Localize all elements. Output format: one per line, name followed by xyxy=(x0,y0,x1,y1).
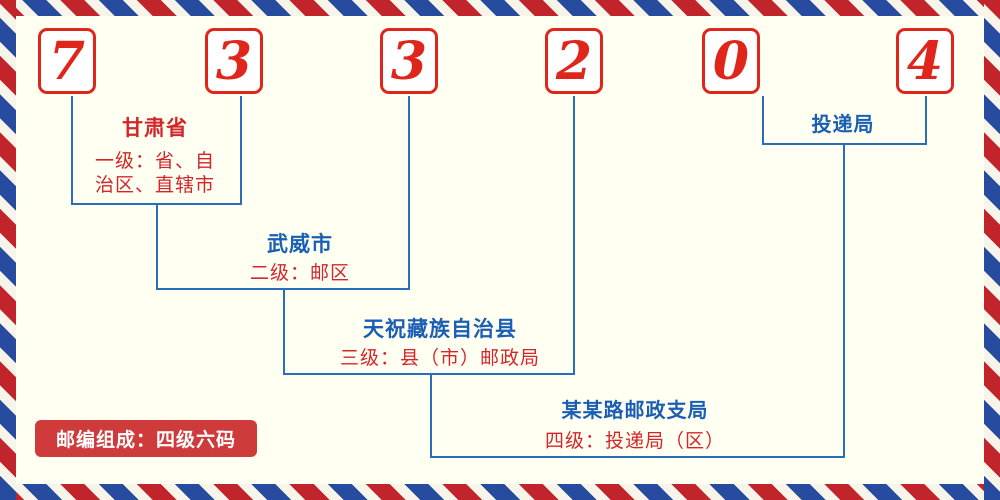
county-desc: 三级：县（市）邮政局 xyxy=(339,348,541,369)
connector-line xyxy=(240,96,242,205)
connector-line xyxy=(430,456,845,458)
connector-line xyxy=(843,145,845,458)
connector-line xyxy=(283,373,575,375)
airmail-border-top xyxy=(0,0,1000,16)
airmail-border-bottom xyxy=(0,484,1000,500)
branch-name: 某某路邮政支局 xyxy=(561,400,709,422)
city-desc: 二级：邮区 xyxy=(249,263,351,284)
connector-line xyxy=(762,96,764,145)
digit-box-1: 7 xyxy=(38,28,96,94)
branch-desc: 四级：投递局（区） xyxy=(544,431,726,452)
county-name: 天祝藏族自治县 xyxy=(363,318,517,341)
connector-line xyxy=(156,205,158,290)
connector-line xyxy=(71,96,73,205)
connector-line xyxy=(573,96,575,375)
airmail-border-left xyxy=(0,0,16,500)
connector-line xyxy=(71,203,242,205)
province-desc-line1: 一级：省、自 xyxy=(94,151,216,172)
province-desc-line2: 治区、直辖市 xyxy=(94,175,216,196)
postal-code-composition-badge: 邮编组成：四级六码 xyxy=(35,420,257,457)
connector-line xyxy=(762,143,927,145)
digit-box-3: 3 xyxy=(380,28,438,94)
digit-box-4: 2 xyxy=(545,28,603,94)
city-name: 武威市 xyxy=(267,233,333,256)
connector-line xyxy=(430,375,432,458)
province-name: 甘肃省 xyxy=(122,117,188,140)
delivery-office-label: 投递局 xyxy=(811,114,875,136)
connector-line xyxy=(283,290,285,375)
connector-line xyxy=(925,96,927,145)
digit-box-5: 0 xyxy=(702,28,760,94)
digit-box-2: 3 xyxy=(205,28,263,94)
digit-box-6: 4 xyxy=(896,28,954,94)
airmail-border-right xyxy=(984,0,1000,500)
connector-line xyxy=(408,96,410,290)
connector-line xyxy=(156,288,410,290)
